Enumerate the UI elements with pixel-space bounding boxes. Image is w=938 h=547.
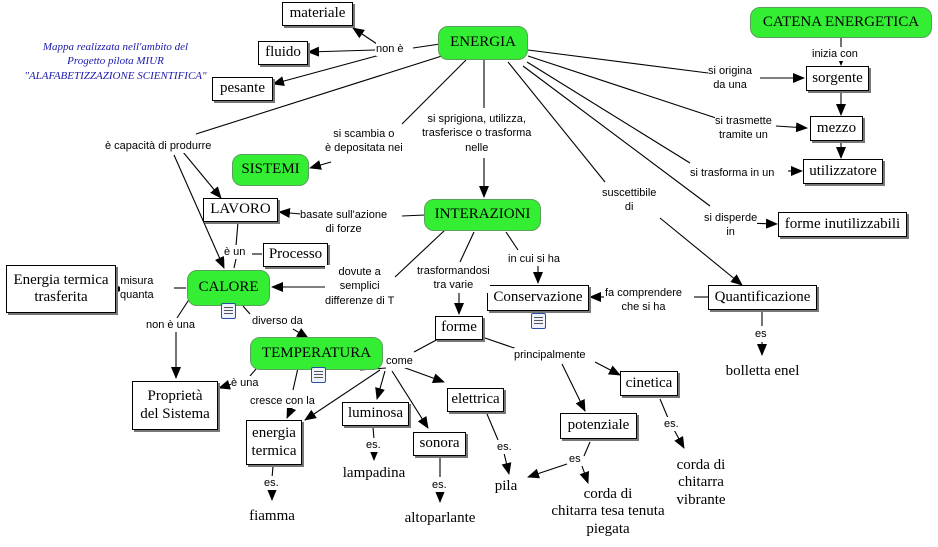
node-bolletta-enel[interactable]: bolletta enel [725, 363, 800, 380]
node-corda-chitarra-tesa[interactable]: corda di chitarra tesa tenuta piegata [551, 486, 665, 537]
conservazione-document-icon[interactable] [531, 313, 546, 329]
label-es-luminosa: es. [366, 438, 381, 453]
calore-document-icon[interactable] [221, 303, 236, 319]
label-trasformandosi: trasformandosi tra varie [417, 264, 490, 293]
node-potenziale[interactable]: potenziale [560, 413, 637, 439]
label-es-potenziale: es [569, 452, 581, 467]
label-come: come [386, 354, 413, 369]
label-si-disperde: si disperde in [704, 211, 758, 240]
node-forme-inutilizzabili[interactable]: forme inutilizzabili [778, 212, 907, 237]
label-es-termica: es. [264, 476, 279, 491]
node-proprieta-del-sistema[interactable]: Proprietà del Sistema [132, 381, 218, 430]
node-materiale[interactable]: materiale [282, 2, 353, 26]
label-es-elettrica: es. [497, 440, 512, 455]
node-pesante[interactable]: pesante [212, 77, 273, 101]
label-cresce: cresce con la [250, 394, 315, 409]
temperatura-document-icon[interactable] [311, 367, 326, 383]
node-altoparlante[interactable]: altoparlante [404, 510, 476, 527]
node-cinetica[interactable]: cinetica [620, 371, 678, 396]
label-non-e: non è [376, 42, 404, 57]
label-si-trasmette: si trasmette tramite un [715, 114, 772, 143]
node-fiamma[interactable]: fiamma [249, 508, 295, 525]
label-es-cinetica: es. [664, 417, 679, 432]
node-calore[interactable]: CALORE [187, 270, 270, 306]
label-diverso: diverso da [252, 314, 303, 329]
label-dovute: dovute a semplici differenze di T [325, 265, 395, 308]
node-fluido[interactable]: fluido [258, 41, 308, 65]
label-si-origina: si origina da una [708, 64, 753, 93]
node-processo[interactable]: Processo [263, 243, 328, 267]
node-lavoro[interactable]: LAVORO [203, 198, 278, 222]
node-utilizzatore[interactable]: utilizzatore [803, 159, 883, 184]
node-corda-chitarra-vibrante[interactable]: corda di chitarra vibrante [676, 457, 726, 508]
label-es-bolletta: es [755, 327, 767, 342]
project-note: Mappa realizzata nell'ambito del Progett… [24, 41, 207, 82]
label-si-trasforma: si trasforma in un [690, 166, 775, 181]
label-es-sonora: es. [432, 478, 447, 493]
label-e-un: è un [224, 245, 246, 260]
node-energia-termica[interactable]: energia termica [246, 420, 302, 465]
label-si-sprigiona: si sprigiona, utilizza, trasferisce o tr… [422, 112, 532, 155]
node-elettrica[interactable]: elettrica [447, 388, 504, 412]
node-sonora[interactable]: sonora [413, 432, 466, 456]
node-forme[interactable]: forme [435, 316, 483, 340]
label-principalmente: principalmente [514, 348, 586, 363]
label-inizia-con: inizia con [812, 47, 858, 62]
label-basate: basate sull'azione di forze [300, 208, 388, 237]
node-conservazione[interactable]: Conservazione [487, 285, 589, 311]
node-pila[interactable]: pila [494, 478, 518, 495]
label-suscettibile: suscettibile di [602, 186, 657, 215]
node-mezzo[interactable]: mezzo [810, 116, 863, 141]
node-temperatura[interactable]: TEMPERATURA [250, 337, 383, 370]
node-luminosa[interactable]: luminosa [342, 402, 409, 426]
label-e-una: è una [231, 376, 259, 391]
label-capacita: è capacità di produrre [105, 139, 212, 154]
node-sorgente[interactable]: sorgente [806, 66, 869, 91]
node-quantificazione[interactable]: Quantificazione [708, 285, 817, 310]
node-energia-termica-trasferita[interactable]: Energia termica trasferita [6, 265, 116, 313]
node-lampadina[interactable]: lampadina [342, 465, 406, 482]
label-fa-comprendere: fa comprendere che si ha [605, 286, 683, 315]
label-non-e-una: non è una [146, 318, 195, 333]
node-interazioni[interactable]: INTERAZIONI [424, 199, 541, 231]
node-catena-energetica[interactable]: CATENA ENERGETICA [750, 7, 932, 38]
node-energia[interactable]: ENERGIA [438, 26, 528, 60]
label-si-scambia: si scambia o è depositata nei [325, 127, 403, 156]
label-misura: misura quanta [120, 274, 154, 303]
label-in-cui: in cui si ha [508, 252, 560, 267]
node-sistemi[interactable]: SISTEMI [232, 154, 309, 186]
